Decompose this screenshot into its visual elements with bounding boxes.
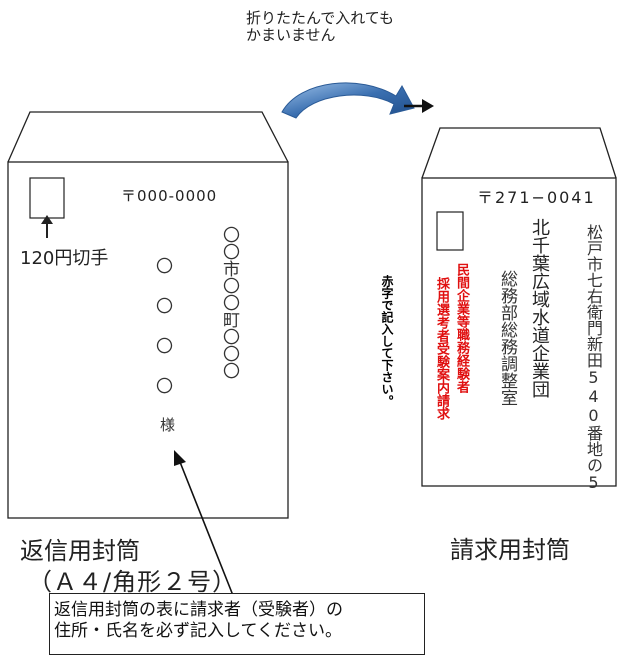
fold-note-line2: かまいません (246, 26, 336, 44)
red-note-line2: 採用選考者受験案内請求 (434, 277, 449, 420)
stamp-box-right (436, 211, 464, 251)
request-envelope-caption: 請求用封筒 (450, 536, 570, 564)
fold-arrow-icon (281, 82, 415, 119)
red-ink-instruction: 赤字で記入して下さい。 (380, 275, 394, 407)
request-postal-code: 〒271−0041 (477, 188, 596, 207)
return-address: 〇〇市〇〇町〇〇〇 (219, 226, 239, 379)
return-postal-code: 〒000-0000 (121, 187, 218, 205)
instruction-line1: 返信用封筒の表に請求者（受験者）の (54, 600, 343, 620)
request-address-line1: 松戸市七右衛門新田540番地の5 (584, 224, 603, 492)
instruction-line2: 住所・氏名を必ず記入してください。 (54, 621, 342, 641)
return-envelope-outline (7, 111, 289, 519)
request-address-line3: 総務部総務調整室 (497, 270, 517, 406)
name-placeholder: 〇 〇 〇 〇 (156, 252, 173, 412)
return-envelope-caption: 返信用封筒 (20, 537, 140, 565)
pointer-arrow-icon (174, 450, 235, 599)
request-address-line2: 北千葉広域水道企業団 (529, 218, 550, 398)
honorific: 様 (160, 416, 176, 434)
name-circle: 〇 (156, 257, 173, 277)
fold-note-line1: 折りたたんで入れても (246, 9, 395, 27)
stamp-arrow-icon (41, 215, 53, 238)
name-circle: 〇 (156, 337, 173, 357)
name-circle: 〇 (156, 297, 173, 317)
return-envelope-size: （Ａ４/角形２号） (28, 568, 238, 596)
red-note-line1: 民間企業等職務経験者 (454, 263, 469, 393)
insert-arrow-icon (404, 99, 434, 113)
stamp-box-left (29, 177, 65, 219)
instruction-text: 返信用封筒の表に請求者（受験者）の 住所・氏名を必ず記入してください。 (54, 600, 343, 642)
stamp-label: 120円切手 (20, 248, 109, 269)
instruction-box (49, 593, 425, 655)
fold-note: 折りたたんで入れても かまいません (246, 10, 394, 44)
name-circle: 〇 (156, 377, 173, 397)
